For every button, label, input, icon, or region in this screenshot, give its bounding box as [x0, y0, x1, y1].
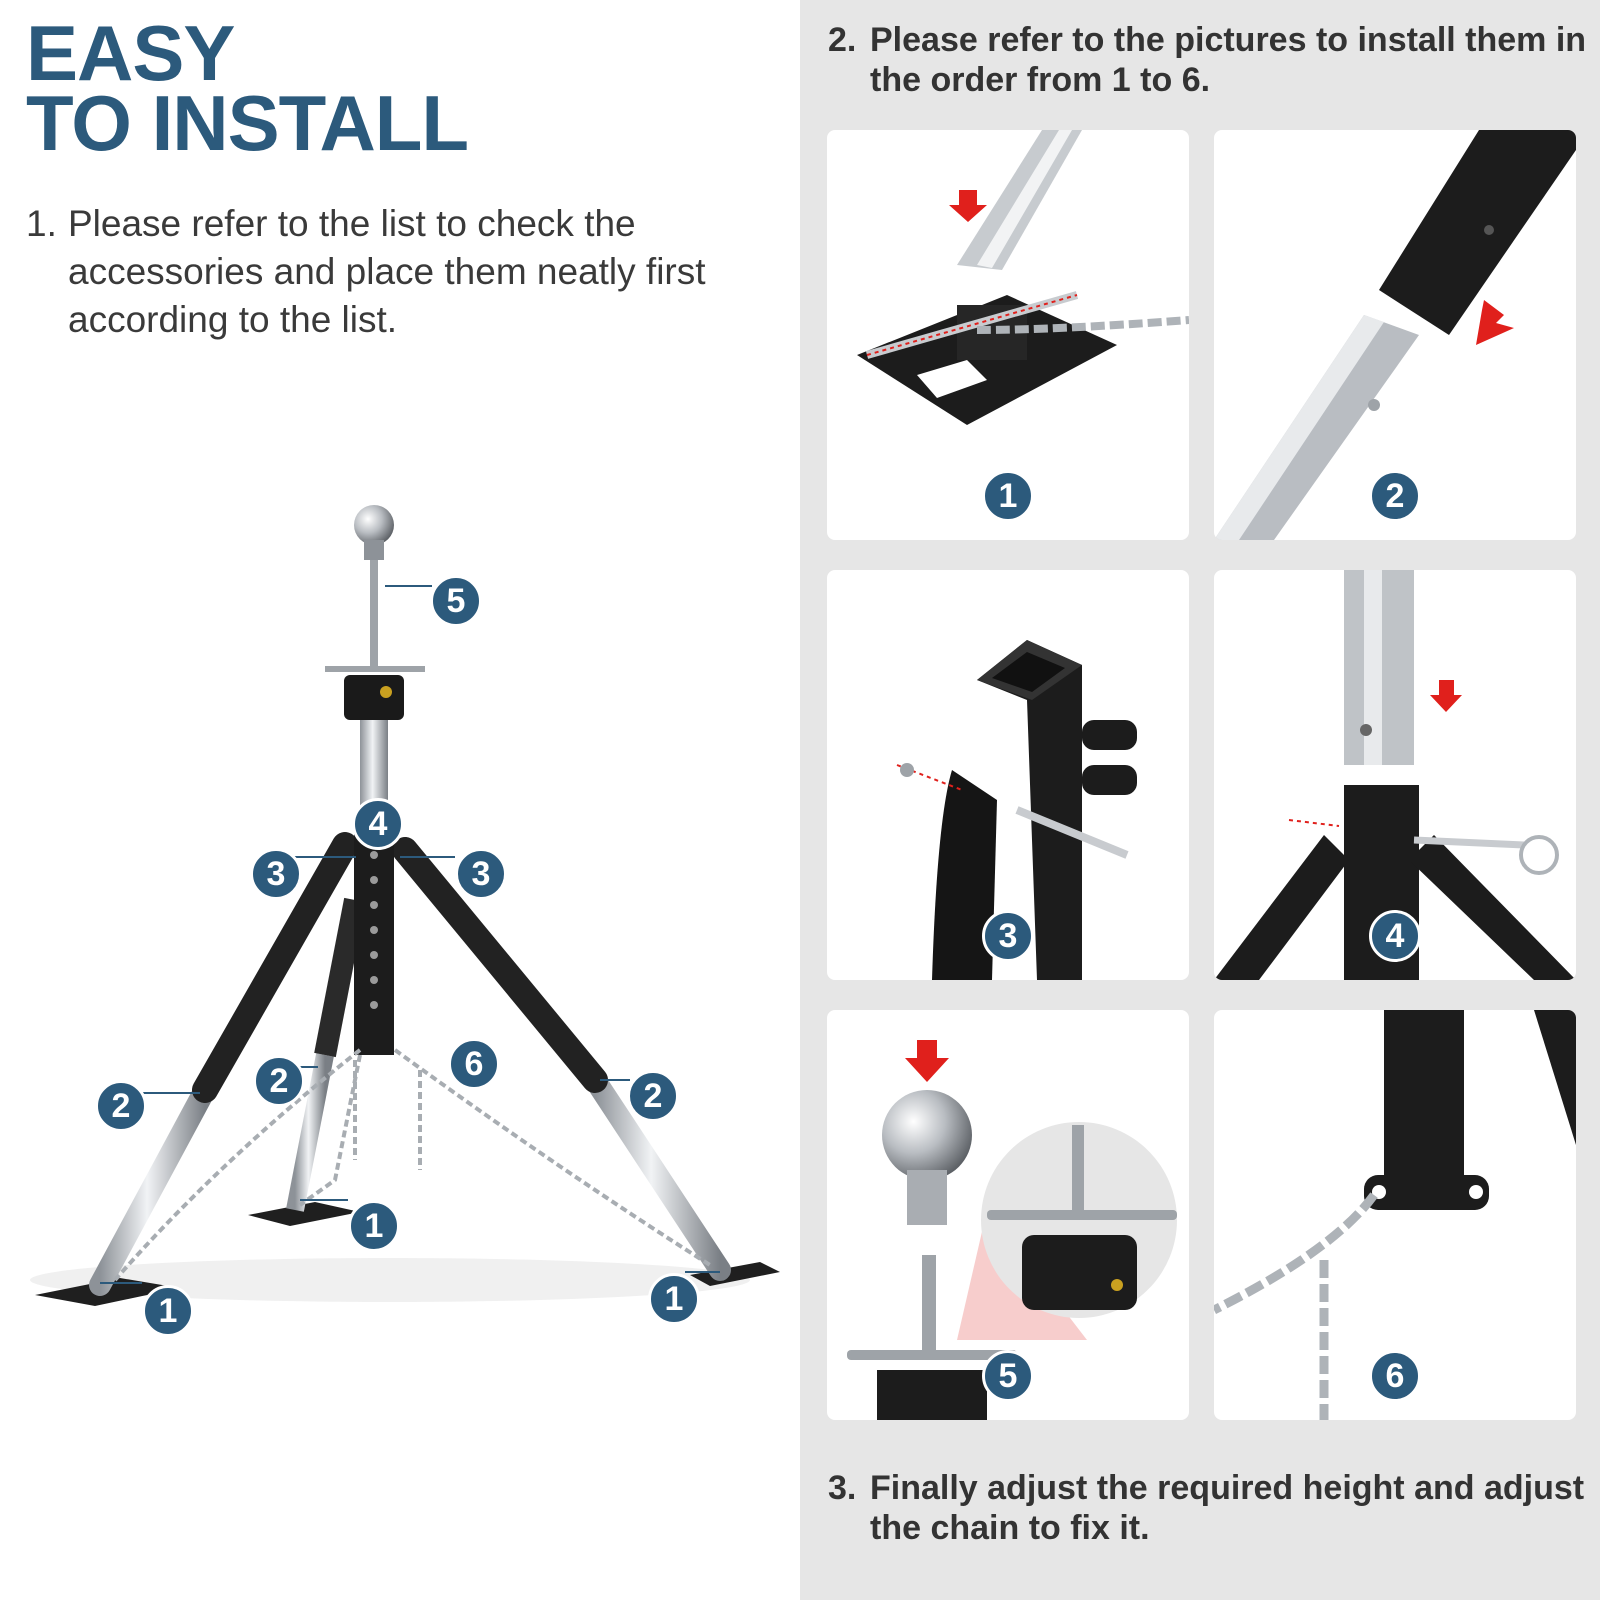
callout-badge-2-right: 2: [627, 1070, 679, 1122]
page-title: EASY TO INSTALL: [26, 9, 469, 167]
step-3-number: 3.: [828, 1469, 857, 1507]
right-column: 2. Please refer to the pictures to insta…: [800, 0, 1600, 1600]
panel-badge-1: 1: [982, 470, 1034, 522]
panel-badge-6: 6: [1369, 1350, 1421, 1402]
callout-badge-1-left: 1: [142, 1285, 194, 1337]
hitch-ball-illustration: [847, 1040, 1177, 1420]
step-3-description: Finally adjust the required height and a…: [870, 1469, 1585, 1547]
callout-badge-5: 5: [430, 575, 482, 627]
foot-plate-right: [690, 1262, 780, 1286]
left-column: EASY TO INSTALL 1. Please refer to the l…: [26, 9, 780, 1337]
install-panel-3: 3: [827, 570, 1189, 980]
title-line-1: EASY: [26, 9, 235, 97]
install-panel-4: 4: [1214, 570, 1576, 980]
chain-hook-illustration: [1214, 1010, 1576, 1420]
base-plate-illustration: [857, 130, 1189, 425]
callout-badge-3-right: 3: [455, 848, 507, 900]
callout-badge-1-rear: 1: [348, 1200, 400, 1252]
foot-plate-rear: [248, 1202, 360, 1226]
callout-badge-6: 6: [448, 1038, 500, 1090]
step-2-description: Please refer to the pictures to install …: [870, 21, 1587, 99]
install-panel-6: 6: [1214, 1010, 1576, 1420]
panel-badge-4: 4: [1369, 910, 1421, 962]
step-2-number: 2.: [828, 21, 857, 59]
step-2-text: 2. Please refer to the pictures to insta…: [828, 20, 1588, 100]
step-1-text: 1. Please refer to the list to check the…: [26, 200, 766, 344]
step-1-description: Please refer to the list to check the ac…: [68, 203, 706, 340]
install-panel-2: 2: [1214, 130, 1576, 540]
callout-badge-4: 4: [352, 798, 404, 850]
step-3-text: 3. Finally adjust the required height an…: [828, 1468, 1588, 1548]
step-1-number: 1.: [26, 203, 57, 244]
panel-badge-5: 5: [982, 1350, 1034, 1402]
callout-badge-2-left: 2: [95, 1080, 147, 1132]
panel-badge-3: 3: [982, 910, 1034, 962]
callout-badge-2-rear: 2: [253, 1055, 305, 1107]
install-panel-1: 1: [827, 130, 1189, 540]
callout-badge-1-right: 1: [648, 1273, 700, 1325]
callout-badge-3-left: 3: [250, 848, 302, 900]
bracket-bolt-illustration: [896, 640, 1137, 980]
tripod-stand-illustration: [30, 505, 780, 1306]
panel-badge-2: 2: [1369, 470, 1421, 522]
title-line-2: TO INSTALL: [26, 79, 469, 167]
tube-insertion-illustration: [1214, 130, 1576, 540]
install-panel-5: 5: [827, 1010, 1189, 1420]
